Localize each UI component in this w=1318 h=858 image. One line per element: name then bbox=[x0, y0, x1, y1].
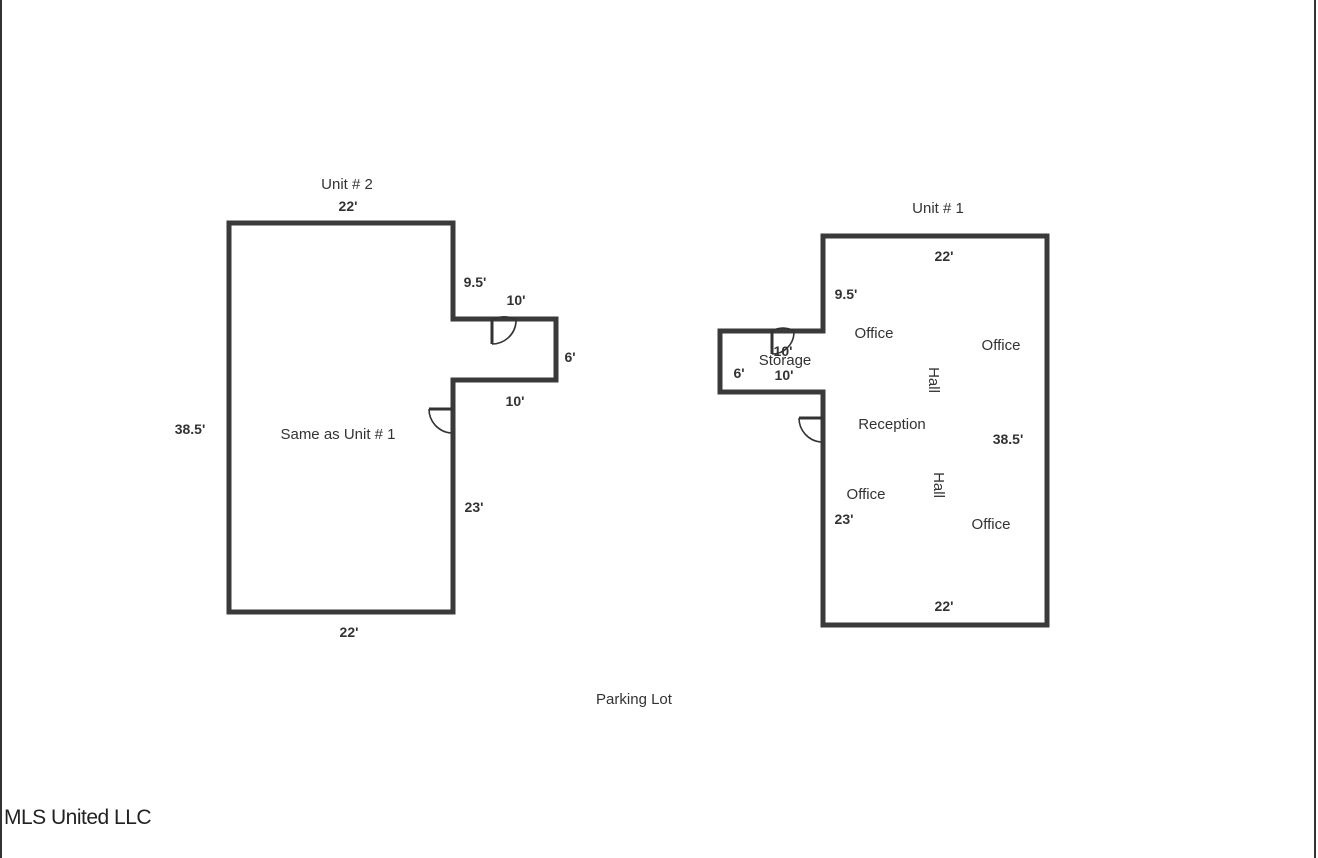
unit-1-title: Unit # 1 bbox=[912, 200, 964, 217]
unit-2-bump-door bbox=[490, 316, 517, 345]
unit-1-dim-notch-side: 9.5' bbox=[835, 286, 858, 302]
unit-1-dim-bump-bottom: 10' bbox=[775, 367, 794, 383]
unit-2-dim-left: 38.5' bbox=[175, 421, 206, 437]
unit-1-room-office-1: Office bbox=[855, 325, 894, 342]
parking-lot-label: Parking Lot bbox=[596, 691, 673, 708]
unit-1-room-office-2: Office bbox=[982, 337, 1021, 354]
unit-2-dim-bump-end: 6' bbox=[564, 349, 575, 365]
unit-1-room-hall-2: Hall bbox=[930, 472, 947, 498]
unit-2-side-door bbox=[428, 407, 453, 434]
unit-2-dim-notch-side: 9.5' bbox=[464, 274, 487, 290]
unit-1-room-hall-1: Hall bbox=[925, 367, 942, 393]
unit-1-dim-bottom: 22' bbox=[935, 598, 954, 614]
unit-1-dim-right: 38.5' bbox=[993, 431, 1024, 447]
unit-1-room-reception: Reception bbox=[858, 416, 926, 433]
unit-1-dim-bump-end: 6' bbox=[733, 365, 744, 381]
unit-1-room-office-4: Office bbox=[972, 516, 1011, 533]
unit-1-bump-door bbox=[770, 327, 795, 355]
unit-2-dim-bump-bottom: 10' bbox=[506, 393, 525, 409]
unit-2-dim-top: 22' bbox=[339, 198, 358, 214]
unit-2-walls bbox=[226, 220, 559, 615]
unit-2: Unit # 2 22' 9.5' 10' 6' 10' 38.5' Same … bbox=[175, 176, 576, 640]
unit-1-room-office-3: Office bbox=[847, 486, 886, 503]
unit-2-dim-bump-top: 10' bbox=[507, 292, 526, 308]
unit-2-title: Unit # 2 bbox=[321, 176, 373, 193]
unit-2-dim-bottom: 22' bbox=[340, 624, 359, 640]
unit-1-side-door bbox=[798, 416, 823, 443]
watermark: MLS United LLC bbox=[4, 806, 152, 829]
unit-1-dim-top: 22' bbox=[935, 248, 954, 264]
unit-1-walls bbox=[717, 233, 1050, 628]
unit-1: Unit # 1 22' 9.5' Office Office 10' Stor… bbox=[717, 200, 1050, 628]
unit-1-room-storage: Storage bbox=[759, 352, 812, 369]
unit-2-dim-lower-side: 23' bbox=[465, 499, 484, 515]
unit-1-dim-lower-side: 23' bbox=[835, 511, 854, 527]
unit-1-dim-bump-top: 10' bbox=[774, 343, 793, 359]
unit-2-note: Same as Unit # 1 bbox=[280, 426, 395, 443]
